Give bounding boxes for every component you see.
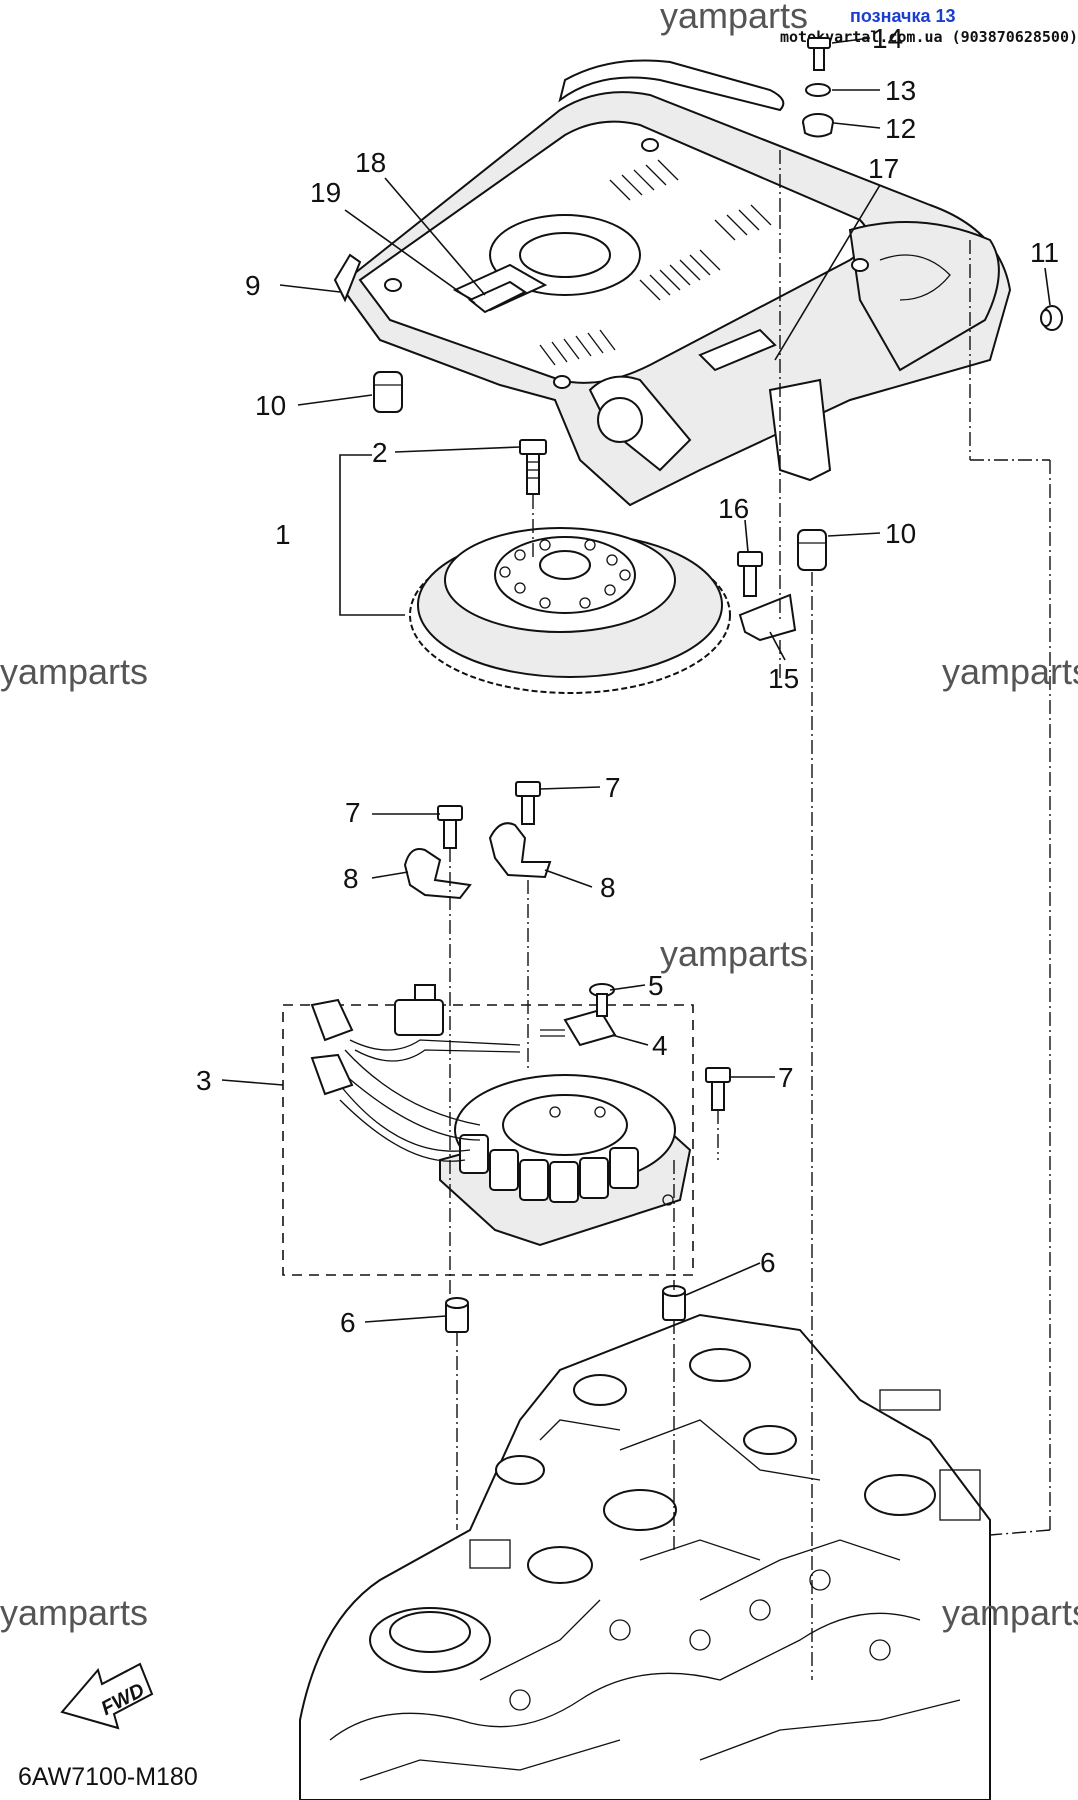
part-11-grommet xyxy=(1040,305,1063,331)
watermark-left-1: yamparts xyxy=(0,651,148,692)
part-13-washer xyxy=(805,83,831,97)
part-7-bolt-a xyxy=(437,805,463,849)
callout-3: 3 xyxy=(196,1065,212,1096)
callout-6-b: 6 xyxy=(760,1247,776,1278)
callout-numbers: 14 13 12 17 18 19 9 11 10 10 2 1 16 15 7… xyxy=(196,23,1059,1338)
part-2-nut xyxy=(519,439,547,495)
part-16-bolt xyxy=(737,551,763,597)
callout-10-left: 10 xyxy=(255,390,286,421)
watermark-right-2: yamparts xyxy=(942,1592,1078,1633)
assembly-center-lines xyxy=(449,150,1051,1680)
fwd-arrow-icon: FWD xyxy=(60,1662,154,1730)
callout-16: 16 xyxy=(718,493,749,524)
callout-5: 5 xyxy=(648,970,664,1001)
callout-2: 2 xyxy=(372,437,388,468)
callout-8-a: 8 xyxy=(343,863,359,894)
header-site: motokvartal.com.ua (903870628500) xyxy=(780,28,1078,46)
callout-7-a: 7 xyxy=(345,797,361,828)
part-8-clamp-a xyxy=(403,848,472,900)
part-12-grommet xyxy=(802,113,834,138)
part-3-stator xyxy=(439,1074,692,1247)
callout-18: 18 xyxy=(355,147,386,178)
part-10-grommet-right xyxy=(797,529,827,571)
diagram-code: 6AW7100-M180 xyxy=(18,1763,198,1791)
header-label: позначка 13 xyxy=(850,6,956,26)
engine-block xyxy=(299,1313,991,1800)
watermark-top: yamparts xyxy=(660,0,808,36)
callout-11: 11 xyxy=(1030,237,1059,268)
part-4-sensor xyxy=(540,1008,617,1047)
leader-lines xyxy=(221,37,1051,1323)
part-15-bracket xyxy=(738,593,797,642)
watermark-right-1: yamparts xyxy=(942,651,1078,692)
part-5-screw xyxy=(589,983,615,1017)
part-6-dowel-a xyxy=(445,1297,469,1333)
callout-19: 19 xyxy=(310,177,341,208)
flywheel-cover xyxy=(338,59,1012,507)
callout-13: 13 xyxy=(885,75,916,106)
callout-1: 1 xyxy=(275,519,291,550)
callout-7-b: 7 xyxy=(605,772,621,803)
callout-7-c: 7 xyxy=(778,1062,794,1093)
part-9-clip xyxy=(333,253,362,303)
part-1-flywheel xyxy=(409,527,731,694)
callout-1-bracket xyxy=(339,454,405,616)
part-8-clamp-b xyxy=(488,822,552,879)
callout-9: 9 xyxy=(245,270,261,301)
callout-6-a: 6 xyxy=(340,1307,356,1338)
watermark-left-2: yamparts xyxy=(0,1592,148,1633)
part-7-bolt-c xyxy=(705,1067,731,1111)
callout-12: 12 xyxy=(885,113,916,144)
callout-14: 14 xyxy=(872,23,903,54)
part-14-bolt xyxy=(807,37,831,71)
callout-15: 15 xyxy=(768,663,799,694)
callout-8-b: 8 xyxy=(600,872,616,903)
callout-4: 4 xyxy=(652,1030,668,1061)
part-7-bolt-b xyxy=(515,781,541,825)
callout-17: 17 xyxy=(868,153,899,184)
watermark-center: yamparts xyxy=(660,933,808,974)
part-3-leads xyxy=(310,984,521,1162)
part-3-assembly-box xyxy=(282,1004,694,1276)
part-10-grommet-left xyxy=(373,371,403,413)
part-6-dowel-b xyxy=(662,1285,686,1321)
callout-10-right: 10 xyxy=(885,518,916,549)
